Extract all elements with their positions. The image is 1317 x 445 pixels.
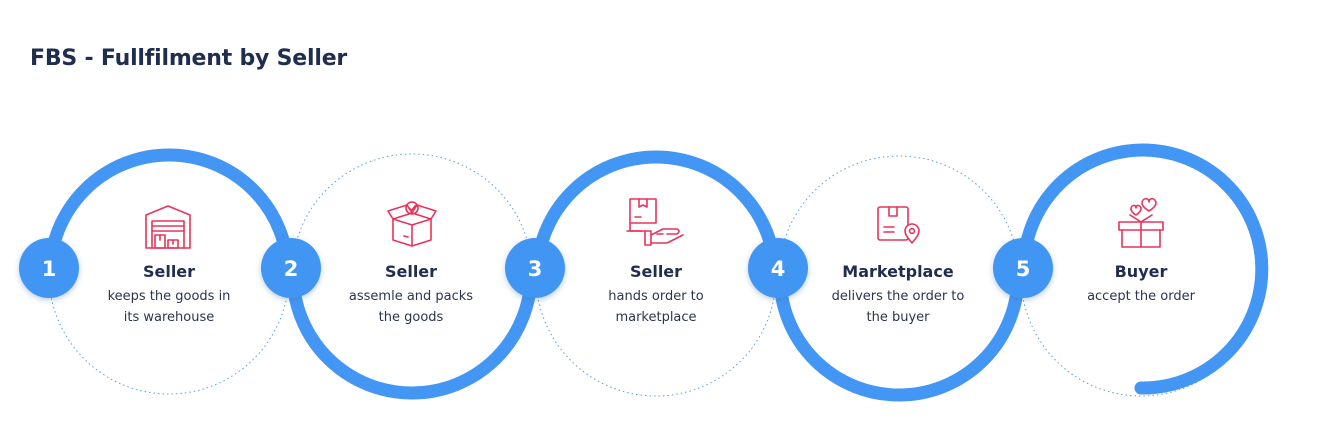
gift-hearts-icon	[1118, 197, 1164, 248]
step-2-desc-line-1: assemle and packs	[349, 289, 473, 304]
step-3-top-arc	[530, 150, 782, 283]
step-3-desc-line-2: marketplace	[615, 310, 696, 325]
step-2-desc-line-2: the goods	[379, 310, 444, 325]
step-2-bottom-arc	[286, 267, 538, 400]
step-4-number: 4	[771, 257, 786, 281]
warehouse-icon	[145, 205, 191, 249]
step-3-number: 3	[528, 257, 543, 281]
step-4-title: Marketplace	[842, 262, 954, 281]
step-4-desc-line-2: the buyer	[867, 310, 931, 325]
step-3-title: Seller	[630, 262, 682, 281]
hand-package-icon	[626, 198, 684, 246]
page-title: FBS - Fullfilment by Seller	[30, 46, 348, 71]
step-2-number-badge: 2	[261, 238, 321, 298]
step-3-desc-line-1: hands order to	[608, 289, 703, 304]
step-5-number-badge: 5	[993, 238, 1053, 298]
step-1-number: 1	[42, 257, 57, 281]
step-2-title: Seller	[385, 262, 437, 281]
step-4-number-badge: 4	[748, 238, 808, 298]
step-5-three-quarter-arc	[1017, 143, 1269, 395]
parcel-location-icon	[877, 206, 920, 244]
open-box-check-icon	[387, 201, 437, 247]
step-1-desc-line-1: keeps the goods in	[108, 289, 231, 304]
step-3-number-badge: 3	[505, 238, 565, 298]
step-1-number-badge: 1	[19, 238, 79, 298]
step-5-desc-line-1: accept the order	[1087, 289, 1196, 304]
step-4-desc-line-1: delivers the order to	[832, 289, 965, 304]
step-5-number: 5	[1016, 257, 1031, 281]
step-1-top-arc	[43, 148, 295, 281]
solid-arcs	[43, 143, 1269, 402]
step-1-title: Seller	[143, 262, 195, 281]
step-4-bottom-arc	[773, 269, 1025, 402]
step-5-title: Buyer	[1115, 262, 1168, 281]
step-1-desc-line-2: its warehouse	[124, 310, 214, 325]
step-2-number: 2	[284, 257, 299, 281]
